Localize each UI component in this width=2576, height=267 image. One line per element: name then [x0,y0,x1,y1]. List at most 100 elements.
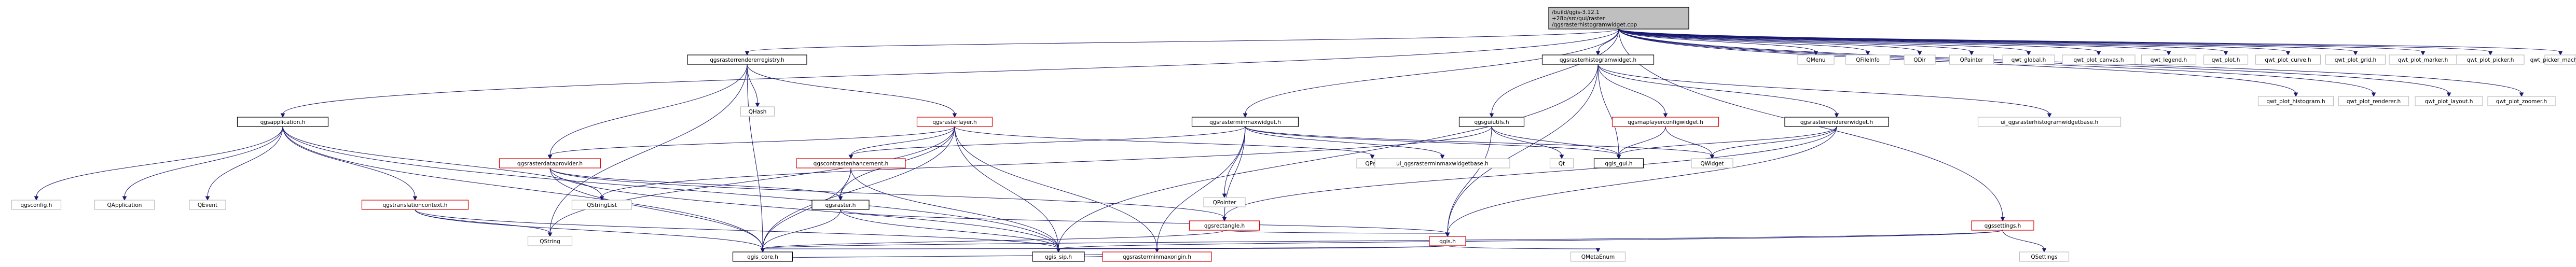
edge-arrowhead [2371,92,2376,97]
node-qwt_plot: qwt_plot.h [2203,54,2249,65]
edge-arrowhead [34,196,39,201]
edge-root-to-qgsapplication [280,29,1619,118]
node-QEvent: QEvent [189,200,226,210]
edge-qgsrasterhistogramwidget_h-to-qgsrasterrendererwidget [1597,64,1839,118]
edge-qgsrasterrendererregistry-to-QHash [747,64,760,108]
edge-line [762,251,1158,259]
edge-line [2002,230,2045,249]
edge-line [1447,245,1599,249]
node-label: qwt_plot_renderer.h [2347,99,2401,105]
edge-arrowhead [2285,51,2291,56]
node-label: qwt_plot_curve.h [2265,57,2311,63]
edge-qgsrasterdataprovider-to-qgis_core [549,167,765,253]
edge-qgsrasterminmaxwidget-to-qgscontrastenhancement [848,126,1246,160]
node-qgssettings[interactable]: qgssettings.h [1971,220,2034,231]
edge-line [36,126,283,198]
edge-line [1597,64,1837,115]
node-box [687,54,807,65]
edge-line [954,126,1158,249]
node-qgsrasterrendererregistry[interactable]: qgsrasterrendererregistry.h [687,54,807,65]
edge-line [1618,29,2226,52]
node-label: qgsrasterminmaxorigin.h [1123,254,1191,260]
edge-qgsrasterrendererwidget-to-QWidget [1710,126,1837,160]
node-qgsguiutils[interactable]: qgsguiutils.h [1458,117,1525,127]
edge-line [282,126,1059,249]
node-label: qwt_picker_machine.h [2530,57,2576,63]
node-qgis_h[interactable]: qgis.h [1429,236,1466,246]
edge-qgsguiutils-to-qgis_gui [1491,126,1621,160]
node-label: qwt_plot_marker.h [2398,57,2448,63]
node-QMenu: QMenu [1797,54,1835,65]
edge-line [954,126,1373,156]
node-box [2203,54,2249,65]
node-qgis_sip[interactable]: qgis_sip.h [1032,251,1085,262]
edge-arrowhead [2223,51,2228,56]
edge-qgis_h-to-qgis_sip [1056,245,1448,253]
node-qgis_gui[interactable]: qgis_gui.h [1593,158,1644,168]
edge-line [207,126,283,198]
edge-root-to-qwt_plot_curve [1618,29,2291,56]
node-box [796,158,906,168]
edge-line [1491,29,1619,115]
edge-qgsrasterlayer-to-QPen [954,126,1375,160]
node-qgsraster[interactable]: qgsraster.h [811,200,870,210]
node-box [1458,117,1525,127]
edge-arrowhead [1489,113,1494,118]
edge-line [1224,230,1448,234]
edge-arrowhead [1222,193,1227,199]
node-label: QSettings [2031,254,2057,260]
edge-line [1618,29,1868,52]
node-qgsapplication[interactable]: qgsapplication.h [237,117,329,127]
node-qgsrasterhistogramwidget_h[interactable]: qgsrasterhistogramwidget.h [1541,54,1655,65]
edge-arrowhead [760,248,765,253]
edge-line [1058,245,1448,249]
edge-line [1618,29,1816,52]
node-label: QEvent [198,202,217,208]
node-qgsrasterlayer[interactable]: qgsrasterlayer.h [916,117,993,127]
node-box [571,200,632,210]
node-label: /qgsrasterhistogramwidget.cpp [1552,22,1637,28]
edge-qgsrasterrendererregistry-to-qgsrasterlayer [747,64,957,118]
edge-line [840,209,1448,234]
node-qgsrasterdataprovider[interactable]: qgsrasterdataprovider.h [499,158,601,168]
node-box [2338,96,2409,106]
edge-qgstranslationcontext-to-qgis_core [415,209,765,253]
node-box [916,117,993,127]
node-qgscontrastenhancement[interactable]: qgscontrastenhancement.h [796,158,906,168]
node-qgsrasterrendererwidget[interactable]: qgsrasterrendererwidget.h [1784,117,1889,127]
node-qwt_plot_curve: qwt_plot_curve.h [2255,54,2321,65]
node-qgsrectangle[interactable]: qgsrectangle.h [1189,220,1260,231]
edge-line [1597,64,1619,156]
edge-qgsrasterhistogramwidget_h-to-qgis_sip [1056,64,1599,253]
node-QWidget: QWidget [1691,158,1733,168]
edge-qgsrasterdataprovider-to-qgsraster [549,167,843,201]
node-label: qgis_gui.h [1605,161,1632,167]
node-qwt_plot_canvas: qwt_plot_canvas.h [2062,54,2136,65]
edge-line [747,29,1619,52]
edge-arrowhead [1834,113,1839,118]
edge-root-to-QPainter [1618,29,1974,56]
node-qgsrasterminmaxwidget[interactable]: qgsrasterminmaxwidget.h [1191,117,1299,127]
edge-layer [34,29,2563,262]
edge-qgsrasterhistogramwidget_h-to-qgsmaplayerconfigwidget [1597,64,1668,118]
node-box [1784,117,1889,127]
edge-arrowhead [952,113,957,118]
node-box [2487,96,2556,106]
node-box [1593,158,1644,168]
edge-arrowhead [1865,51,1870,56]
edge-line [747,64,763,249]
edge-arrowhead [1595,248,1601,253]
edge-line [1245,29,1619,115]
node-qgsmaplayerconfigwidget[interactable]: qgsmaplayerconfigwidget.h [1611,117,1719,127]
edge-qgscontrastenhancement-to-qgis_core [760,167,851,253]
edge-line [282,126,602,198]
node-label: qgis_sip.h [1045,254,1072,260]
node-qgsrasterminmaxorigin[interactable]: qgsrasterminmaxorigin.h [1102,251,1212,262]
node-qgstranslationcontext[interactable]: qgstranslationcontext.h [361,200,469,210]
edge-line [415,209,1059,249]
edge-line [1058,230,2003,249]
node-qgis_core[interactable]: qgis_core.h [732,251,793,262]
edge-qgsrasterrendererwidget-to-qgis_gui [1616,126,1837,160]
edge-root-to-QDir [1618,29,1922,56]
node-box [2544,54,2576,65]
